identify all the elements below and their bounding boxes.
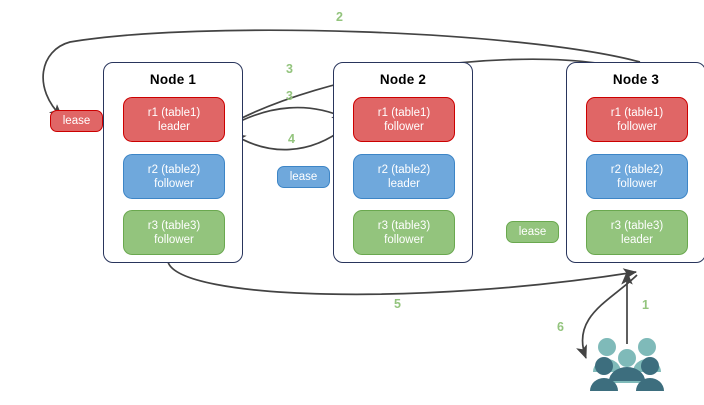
- replica-role: follower: [617, 177, 657, 190]
- node-2-container[interactable]: Node 2 r1 (table1) follower r2 (table2) …: [333, 62, 473, 263]
- replica-name: r3 (table3): [147, 219, 201, 232]
- replica-role: follower: [617, 120, 657, 133]
- replica-role: follower: [384, 120, 424, 133]
- node-1-replica-r3[interactable]: r3 (table3) follower: [123, 210, 225, 255]
- node-2-replica-r1[interactable]: r1 (table1) follower: [353, 97, 455, 142]
- node-2-title: Node 2: [379, 72, 427, 87]
- replica-role: leader: [388, 177, 420, 190]
- step-label-3b: 3: [286, 89, 293, 103]
- arrow-step-6: [576, 274, 638, 359]
- node-3-title: Node 3: [612, 72, 660, 87]
- replica-role: follower: [384, 233, 424, 246]
- replica-role: follower: [154, 177, 194, 190]
- lease-badge-r3[interactable]: lease: [506, 221, 559, 243]
- arrow-step-5: [167, 261, 638, 296]
- step-label-1: 1: [642, 298, 649, 312]
- replica-name: r3 (table3): [377, 219, 431, 232]
- node-2-replica-r2[interactable]: r2 (table2) leader: [353, 154, 455, 199]
- lease-badge-r2[interactable]: lease: [277, 166, 330, 188]
- replica-name: r1 (table1): [610, 106, 664, 119]
- step-label-3a: 3: [286, 62, 293, 76]
- replica-role: leader: [158, 120, 190, 133]
- step-label-5: 5: [394, 297, 401, 311]
- node-3-replica-r3[interactable]: r3 (table3) leader: [586, 210, 688, 255]
- node-3-replica-r1[interactable]: r1 (table1) follower: [586, 97, 688, 142]
- replica-name: r2 (table2): [147, 163, 201, 176]
- lease-label: lease: [62, 115, 91, 127]
- node-1-container[interactable]: Node 1 r1 (table1) leader r2 (table2) fo…: [103, 62, 243, 263]
- replica-name: r2 (table2): [377, 163, 431, 176]
- replica-role: follower: [154, 233, 194, 246]
- lease-badge-r1[interactable]: lease: [50, 110, 103, 132]
- replica-role: leader: [621, 233, 653, 246]
- node-2-replica-r3[interactable]: r3 (table3) follower: [353, 210, 455, 255]
- node-3-container[interactable]: Node 3 r1 (table1) follower r2 (table2) …: [566, 62, 704, 263]
- replica-name: r1 (table1): [147, 106, 201, 119]
- lease-label: lease: [518, 226, 547, 238]
- node-1-title: Node 1: [149, 72, 197, 87]
- replica-name: r1 (table1): [377, 106, 431, 119]
- replica-name: r2 (table2): [610, 163, 664, 176]
- replica-name: r3 (table3): [610, 219, 664, 232]
- node-1-replica-r1[interactable]: r1 (table1) leader: [123, 97, 225, 142]
- node-1-replica-r2[interactable]: r2 (table2) follower: [123, 154, 225, 199]
- step-label-6: 6: [557, 320, 564, 334]
- step-label-2: 2: [336, 10, 343, 24]
- step-label-4: 4: [288, 132, 295, 146]
- arrow-step-2: [42, 29, 641, 118]
- lease-label: lease: [289, 171, 318, 183]
- node-3-replica-r2[interactable]: r2 (table2) follower: [586, 154, 688, 199]
